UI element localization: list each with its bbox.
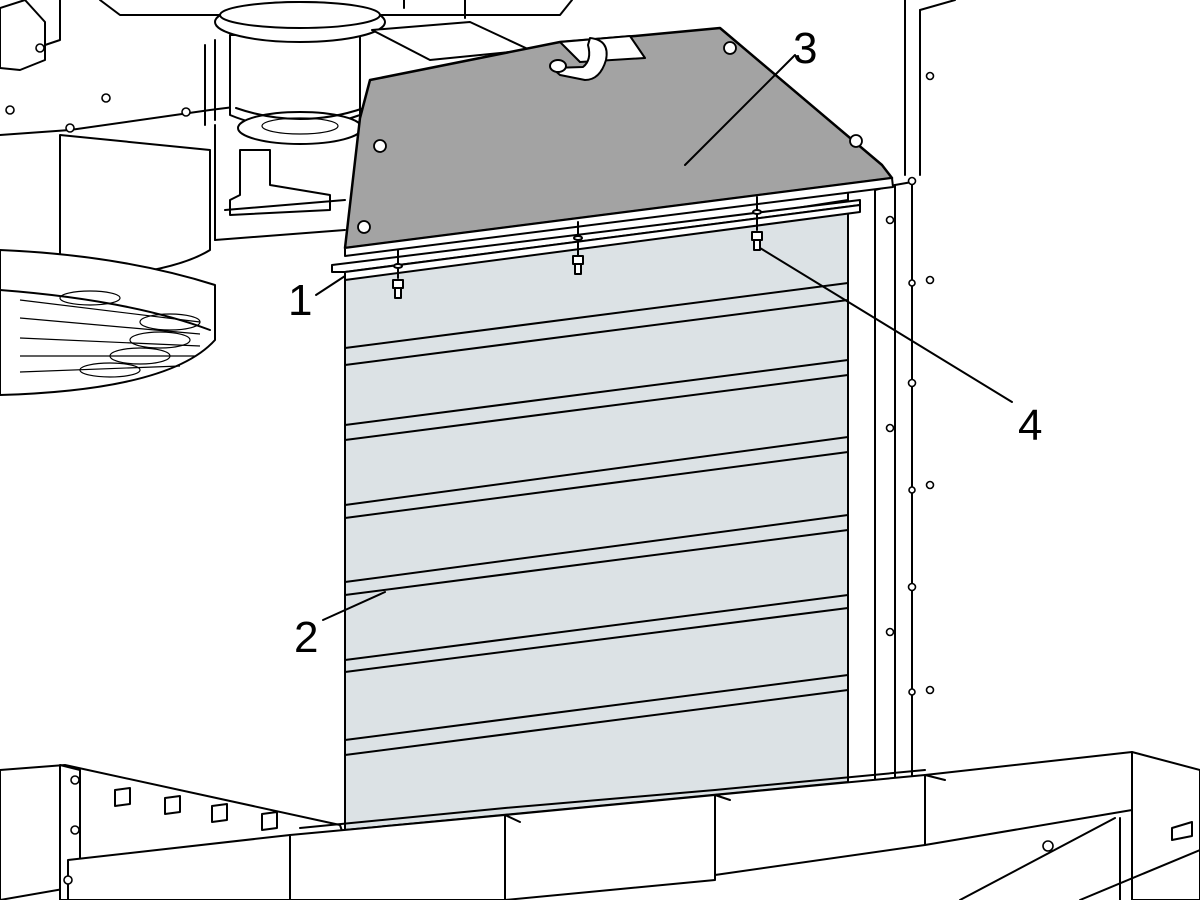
callouts: 1 2 3 4 <box>288 24 1042 662</box>
screws <box>392 196 763 299</box>
screw-1 <box>392 249 404 299</box>
spindle-head-cover <box>343 26 894 257</box>
callout-4: 4 <box>759 247 1042 450</box>
callout-2: 2 <box>294 591 386 662</box>
callout-label-1: 1 <box>288 276 312 325</box>
way-cover-slats <box>344 282 849 756</box>
callout-1: 1 <box>288 275 346 325</box>
callout-3: 3 <box>684 24 817 166</box>
screw-3 <box>751 196 763 251</box>
machine-base <box>0 751 1200 900</box>
tool-pockets <box>19 290 201 378</box>
callout-label-3: 3 <box>793 24 817 73</box>
mounting-bracket <box>331 199 861 281</box>
callout-label-2: 2 <box>294 613 318 662</box>
callout-label-4: 4 <box>1018 401 1042 450</box>
screw-2 <box>572 221 584 275</box>
way-cover <box>344 199 849 831</box>
